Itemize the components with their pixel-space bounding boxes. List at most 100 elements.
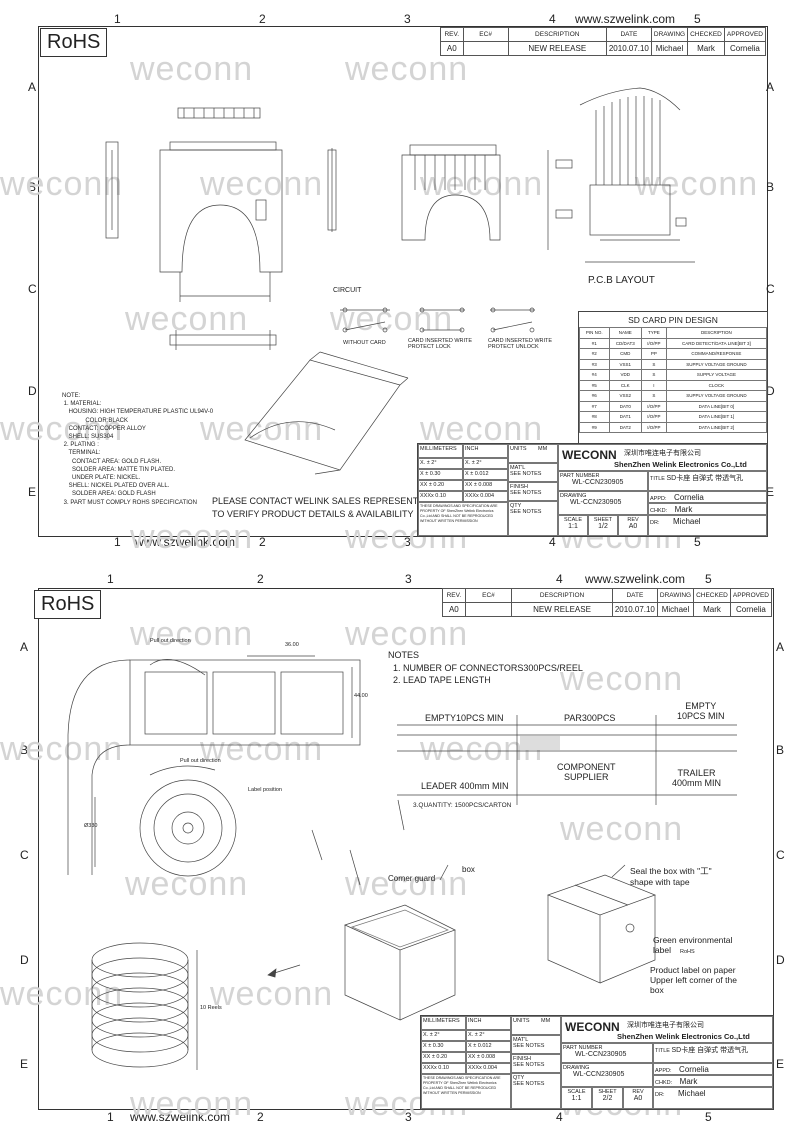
website-url: www.szwelink.com [575,12,676,26]
units-value: MM [541,1018,551,1024]
chkd-label: CHKD: [650,508,668,514]
contact-note-line1: PLEASE CONTACT WELINK SALES REPRESENTATI… [212,496,443,506]
row-letter: C [766,282,775,296]
chkd-cell: CHKD: Mark [653,1075,773,1087]
company-cn: 深圳市唯连电子有限公司 [627,1022,704,1029]
revision-table: REV. EC# DESCRIPTION DATE DRAWING CHECKE… [442,588,773,617]
material-value: SEE NOTES [510,471,542,477]
appd-label: APPD: [655,1068,672,1074]
pin-cell: CLK [608,379,643,391]
pin-cell: #2 [579,348,610,360]
watermark: weconn [200,730,324,768]
row-letter: C [776,848,785,862]
seal-box-label: Seal the box with "工" shape with tape [630,866,712,887]
revision-row: A0 NEW RELEASE 2010.07.10 Michael Mark C… [440,41,767,56]
title-block: MILLIMETERS INCH X. ± 2° X ± 0.30 XX ± 0… [420,1015,774,1110]
pin-cell: #7 [579,400,610,412]
watermark: weconn [0,975,124,1013]
pin-cell: #4 [579,369,610,381]
appd-cell: APPD: Cornelia [648,491,767,503]
rev-value: A0 [633,1095,643,1102]
tolerance-inch: X ± 0.012 [463,469,508,480]
pin-cell: #3 [579,358,610,370]
watermark: weconn [635,165,759,203]
pin-cell: SUPPLY VOLTAGE GROUND [665,358,768,370]
part-number: WL-CCN230905 [572,479,624,486]
material-value: SEE NOTES [513,1043,545,1049]
tolerance-inch: X ± 0.012 [466,1041,511,1052]
drawing-value: Michael [656,602,695,617]
watermark: weconn [330,300,454,338]
watermark: weconn [130,50,254,88]
part-number-label: PART NUMBER [563,1045,603,1051]
row-letter: E [28,485,37,499]
pin-header-cell: PIN NO. [579,327,610,339]
brand-logo: WECONN [565,1020,620,1034]
row-letter: E [776,1057,785,1071]
units-label: UNITS MM [508,444,558,463]
connector-top-view [105,87,695,475]
inch-label: INCH [466,1016,511,1030]
row-letter: A [28,80,37,94]
disclaimer: THESE DRAWINGS AND SPECIFICATION ARE PRO… [418,502,508,536]
watermark: weconn [0,410,124,448]
inch-label: INCH [463,444,508,458]
dr-cell: DR: Michael [653,1087,773,1109]
pin-cell: #1 [579,337,610,349]
pin-cell: I/O/PP [641,411,667,423]
quantity-note: 3.QUANTITY: 1500PCS/CARTON [413,802,512,809]
tolerance-mm: XXXx 0.10 [421,1063,466,1074]
tolerance-mm: XXXx 0.10 [418,491,463,502]
company-header: WECONN 深圳市唯连电子有限公司 ShenZhen Welink Elect… [558,444,767,471]
reels-label: 10 Reels [200,1005,222,1011]
watermark: weconn [130,615,254,653]
packaging-drawings [67,655,737,1070]
finish-label-text: FINISH [513,1056,532,1062]
watermark: weconn [345,50,469,88]
drawing-number: WL-CCN230905 [570,499,622,506]
company-header: WECONN 深圳市唯连电子有限公司 ShenZhen Welink Elect… [561,1016,773,1043]
pin-cell: DAT2 [608,421,643,433]
units-value: MM [538,446,548,452]
part-title: SD卡座 自弹式 带透气孔 [671,1047,749,1054]
column-number: 1 [107,1110,114,1124]
watermark: weconn [130,1085,254,1123]
column-number: 3 [404,535,411,549]
pin-header-cell: TYPE [641,327,667,339]
scale-value: 1:1 [571,1095,582,1102]
tolerance-mm: X ± 0.30 [421,1041,466,1052]
watermark: weconn [345,615,469,653]
watermark: weconn [125,865,249,903]
pin-cell: CMD [608,348,643,360]
column-number: 5 [705,572,712,586]
approved-value: Cornelia [729,602,773,617]
column-number: 2 [259,12,266,26]
row-letter: A [20,640,29,654]
column-number: 4 [556,572,563,586]
drawing-frame [38,26,768,537]
row-letter: B [28,180,37,194]
description-value: NEW RELEASE [507,41,607,56]
watermark: weconn [420,165,544,203]
green-label: Green environmental label [653,935,733,955]
note-tape-length: 2. LEAD TAPE LENGTH [393,675,491,685]
pin-cell: VDD [608,369,643,381]
pin-header-cell: DESCRIPTION [665,327,768,339]
tolerance-inch: XX ± 0.008 [466,1052,511,1063]
watermark: weconn [560,660,684,698]
approved-value: Cornelia [723,41,767,56]
trailer-label: TRAILER 400mm MIN [672,768,722,788]
green-label-rohs: RoHS [680,949,695,955]
rev-value: A0 [628,523,638,530]
